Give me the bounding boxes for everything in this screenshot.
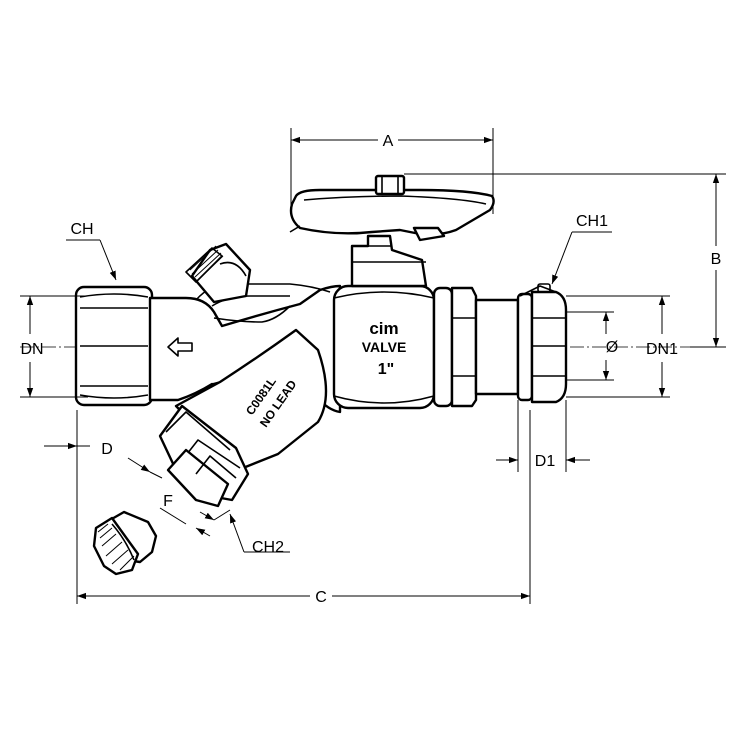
- leader-ch1: [551, 231, 612, 285]
- dimension-c: [76, 410, 531, 604]
- dimension-d: [44, 442, 163, 479]
- dimension-b: [404, 173, 726, 348]
- label-dn: DN: [20, 341, 43, 358]
- dimension-diameter: [566, 311, 614, 381]
- label-ch: CH: [70, 221, 93, 238]
- valve-handle: [289, 174, 495, 242]
- strainer-body: [148, 283, 342, 472]
- label-diameter: Ø: [606, 339, 618, 356]
- label-c: C: [315, 589, 327, 606]
- label-f: F: [163, 493, 173, 510]
- drain-plug: [92, 510, 158, 576]
- dimension-d1: [496, 400, 590, 472]
- strainer-cap: [158, 404, 250, 508]
- dimension-a: [290, 128, 494, 214]
- label-b: B: [711, 251, 722, 268]
- valve-marking: VALVE: [362, 339, 407, 355]
- label-d: D: [101, 441, 113, 458]
- right-union: [474, 283, 568, 404]
- test-plug: [185, 242, 252, 304]
- leader-ch: [66, 239, 117, 281]
- flow-arrow-icon: [167, 337, 193, 357]
- ball-valve-body: [332, 234, 478, 410]
- size-marking: 1": [378, 361, 394, 378]
- label-ch2: CH2: [252, 539, 284, 556]
- label-d1: D1: [535, 453, 556, 470]
- label-a: A: [383, 133, 394, 150]
- label-dn1: DN1: [646, 341, 678, 358]
- dimension-dn: [20, 295, 88, 398]
- leader-ch2: [229, 513, 290, 553]
- brand-marking: cim: [369, 319, 398, 338]
- dimension-dn1: [566, 295, 670, 398]
- label-ch1: CH1: [576, 213, 608, 230]
- left-nut: [74, 285, 154, 407]
- dimension-f: [159, 507, 231, 537]
